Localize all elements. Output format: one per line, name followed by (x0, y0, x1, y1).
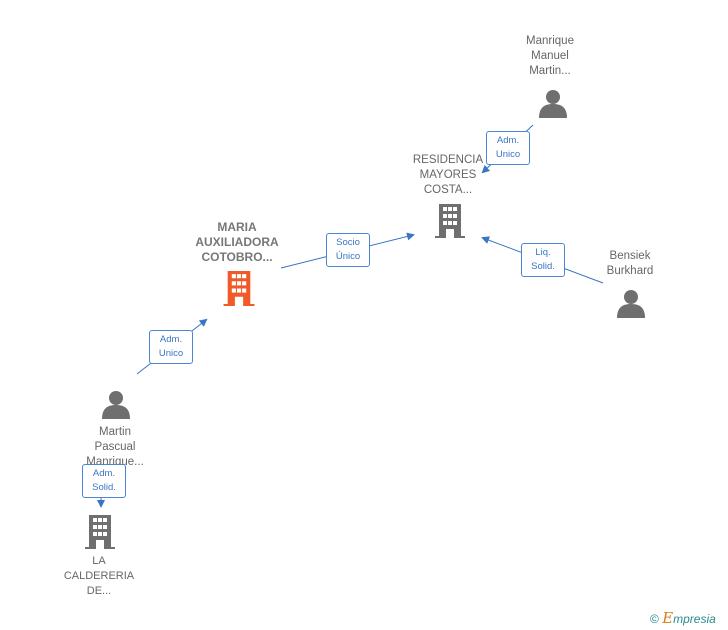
label-line: LA (92, 555, 106, 567)
building-icon-residencia[interactable] (435, 204, 465, 238)
edge-label-line: Socio (336, 237, 360, 248)
label-line: CALDERERIA (63, 570, 135, 582)
label-line: Burkhard (606, 265, 654, 277)
edge-label-adm-unico-top: Adm. Unico (486, 131, 530, 165)
edge-label-line: Unico (495, 149, 521, 160)
person-icon-bensiek[interactable] (617, 290, 645, 318)
edge-label-line: Unico (158, 348, 184, 359)
node-label-residencia[interactable]: RESIDENCIA MAYORES COSTA... (400, 153, 496, 198)
brand-name: mpresia (673, 612, 716, 626)
node-label-caldereria[interactable]: LA CALDERERIA DE... (54, 554, 144, 599)
edge-label-line: Solid. (92, 482, 116, 493)
edge-label-adm-unico-left: Adm. Unico (149, 330, 193, 364)
edge-label-line: Liq. (535, 247, 551, 258)
label-line: COSTA... (423, 184, 473, 196)
label-line: COTOBRO... (201, 250, 273, 264)
edge-label-adm-solid: Adm. Solid. (82, 464, 126, 498)
label-line: Martin... (529, 65, 571, 77)
node-label-manrique-manuel[interactable]: Manrique Manuel Martin... (505, 34, 595, 79)
copyright-symbol: © (650, 612, 659, 626)
edge-label-socio-unico: Socio Único (326, 233, 370, 267)
label-line: AUXILIADORA (195, 235, 279, 249)
building-icon-caldereria[interactable] (85, 515, 115, 549)
label-line: RESIDENCIA (412, 154, 484, 166)
person-icon-manrique-manuel[interactable] (539, 90, 567, 118)
person-icon-martin-pascual[interactable] (102, 391, 130, 419)
label-line: MARIA (217, 220, 257, 234)
label-line: Martin (99, 426, 131, 438)
edge-label-line: Adm. (92, 468, 116, 479)
edge-label-line: Único (335, 251, 361, 262)
edge-label-line: Solid. (531, 261, 555, 272)
node-label-bensiek[interactable]: Bensiek Burkhard (588, 249, 672, 279)
brand-logo-letter: E (662, 609, 674, 627)
label-line: MAYORES (419, 169, 477, 181)
label-line: Bensiek (609, 250, 651, 262)
label-line: Pascual (94, 441, 136, 453)
empresia-brand[interactable]: © Empresia (650, 609, 716, 627)
building-icon-maria-auxiliadora[interactable] (223, 271, 255, 306)
edge-label-liq-solid: Liq. Solid. (521, 243, 565, 277)
label-line: DE... (86, 585, 112, 597)
label-line: Manrique (526, 35, 574, 47)
edge-label-line: Adm. (496, 135, 520, 146)
label-line: Manuel (531, 50, 569, 62)
edge-label-line: Adm. (159, 334, 183, 345)
node-label-maria-auxiliadora[interactable]: MARIA AUXILIADORA COTOBRO... (182, 220, 292, 265)
